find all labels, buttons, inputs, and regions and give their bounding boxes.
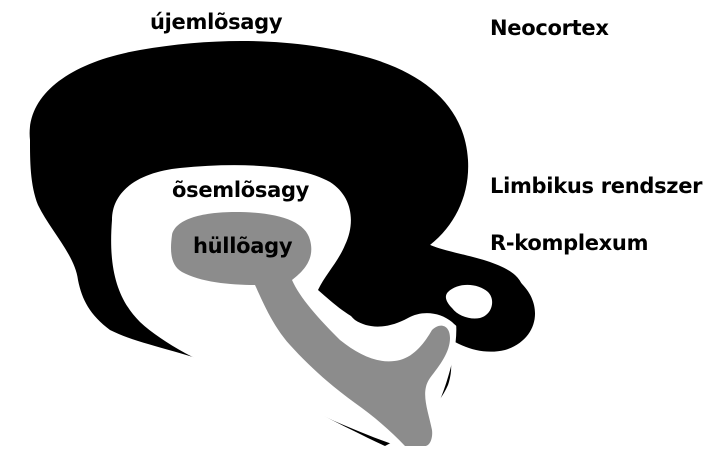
- label-limbic: Limbikus rendszer: [490, 176, 702, 197]
- label-neocortex: Neocortex: [490, 18, 609, 39]
- label-osemlosagy: õsemlõsagy: [172, 180, 309, 201]
- label-rkomplexum: R-komplexum: [490, 233, 648, 254]
- label-ujemlosagy: újemlõsagy: [150, 12, 282, 33]
- label-hulloagy: hüllõagy: [193, 236, 292, 257]
